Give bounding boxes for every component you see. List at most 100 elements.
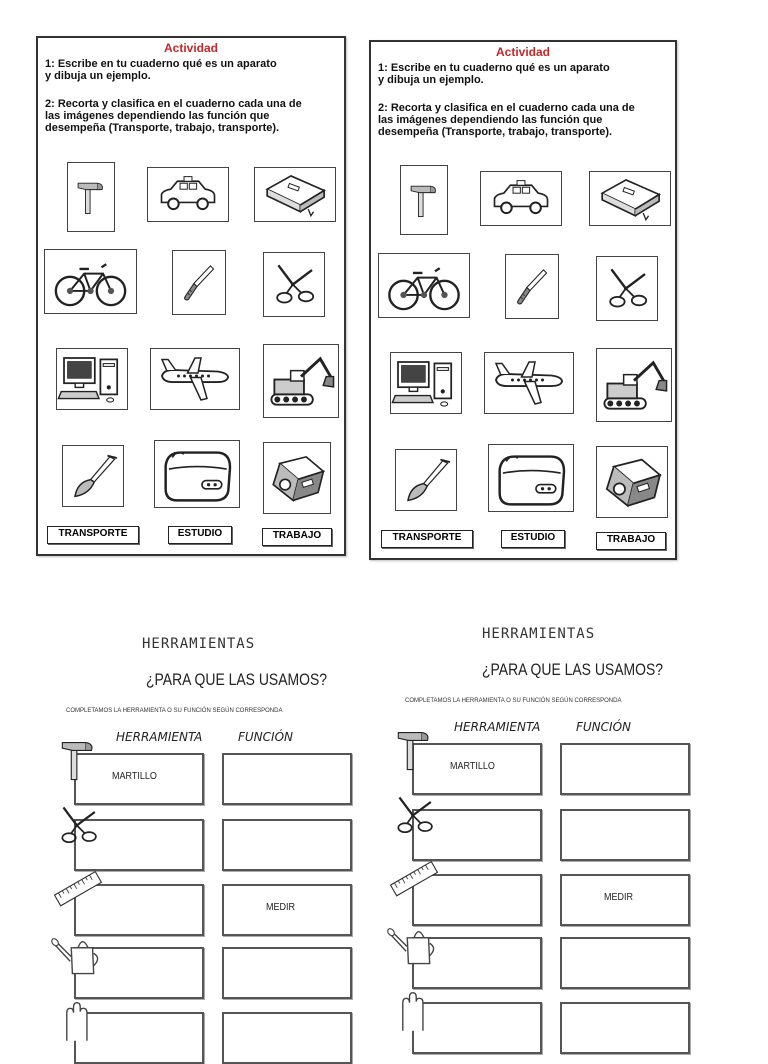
tool-answer-box[interactable] [412, 937, 542, 989]
sharpener-icon [264, 443, 330, 513]
shovel-icon [396, 450, 456, 510]
function-answer-box[interactable] [560, 809, 690, 861]
activity-image-cell [263, 442, 331, 514]
function-answer-box[interactable] [222, 884, 352, 936]
tool-answer-box[interactable] [412, 809, 542, 861]
function-answer-text: MEDIR [604, 892, 634, 903]
category-label-estudio: ESTUDIO [168, 526, 232, 544]
tool-answer-box[interactable] [74, 884, 204, 936]
activity-image-cell [263, 252, 325, 317]
tool-answer-text: MARTILLO [112, 771, 157, 782]
function-answer-box[interactable] [222, 947, 352, 999]
airplane-icon [151, 349, 239, 409]
worksheet-instruction: COMPLETAMOS LA HERRAMIENTA O SU FUNCIÓN … [405, 698, 622, 704]
column-header-tool: HERRAMIENTA [454, 720, 541, 734]
category-label-trabajo: TRABAJO [596, 532, 666, 550]
scissors-icon [597, 257, 657, 320]
worksheet-title: HERRAMIENTAS [142, 636, 256, 652]
activity-image-cell [596, 256, 658, 321]
scissors-icon [50, 803, 106, 865]
column-header-tool: HERRAMIENTA [116, 730, 203, 744]
category-label-estudio: ESTUDIO [501, 530, 565, 548]
screwdriver-icon [173, 251, 225, 314]
instruction-1-text: 1: Escribe en tu cuaderno qué es un apar… [45, 58, 277, 82]
function-answer-box[interactable] [560, 874, 690, 926]
activity-image-cell [44, 249, 137, 314]
category-label-transporte: TRANSPORTE [47, 526, 139, 544]
function-answer-box[interactable] [222, 819, 352, 871]
activity-card: Actividad 1: Escribe en tu cuaderno qué e… [369, 40, 677, 560]
function-answer-box[interactable] [222, 753, 352, 805]
excavator-icon [264, 345, 338, 417]
activity-image-cell [589, 171, 671, 226]
hammer-icon [401, 166, 447, 234]
activity-card: Actividad 1: Escribe en tu cuaderno qué e… [36, 36, 346, 556]
bicycle-icon [45, 250, 136, 313]
instruction-2-text: 2: Recorta y clasifica en el cuaderno ca… [45, 98, 302, 134]
pencil-case-icon [155, 441, 239, 507]
airplane-icon [485, 353, 573, 413]
activity-image-cell [56, 348, 128, 410]
activity-image-cell [400, 165, 448, 235]
function-answer-box[interactable] [560, 1002, 690, 1054]
activity-image-cell [172, 250, 226, 315]
worksheet-title: HERRAMIENTAS [482, 626, 596, 642]
activity-image-cell [263, 344, 339, 418]
function-answer-box[interactable] [560, 743, 690, 795]
activity-image-cell [147, 167, 229, 222]
hammer-icon [386, 727, 442, 789]
ruler-icon [50, 868, 106, 930]
instruction-2: 2: Recorta y clasifica en el cuaderno ca… [378, 102, 671, 138]
watering-can-icon [386, 921, 442, 983]
activity-image-cell [62, 445, 124, 507]
activity-image-cell [596, 348, 672, 422]
sharpener-icon [597, 447, 667, 517]
function-answer-box[interactable] [222, 1012, 352, 1064]
bicycle-icon [379, 254, 469, 317]
instruction-2: 2: Recorta y clasifica en el cuaderno ca… [45, 98, 340, 134]
activity-image-cell [484, 352, 574, 414]
shovel-icon [63, 446, 123, 506]
tool-answer-box[interactable] [412, 743, 542, 795]
function-answer-box[interactable] [560, 937, 690, 989]
hand-icon [386, 986, 442, 1048]
instruction-2-text: 2: Recorta y clasifica en el cuaderno ca… [378, 102, 635, 138]
category-label-trabajo: TRABAJO [262, 528, 332, 546]
tool-answer-box[interactable] [74, 753, 204, 805]
hammer-icon [68, 163, 114, 231]
activity-image-cell [254, 167, 336, 222]
activity-image-cell [154, 440, 240, 508]
car-icon [481, 172, 561, 225]
hammer-icon [50, 737, 106, 799]
activity-image-cell [488, 444, 574, 512]
excavator-icon [597, 349, 671, 421]
activity-image-cell [480, 171, 562, 226]
book-icon [255, 168, 335, 221]
tool-answer-box[interactable] [74, 819, 204, 871]
activity-image-cell [67, 162, 115, 232]
function-answer-text: MEDIR [266, 902, 296, 913]
column-header-function: FUNCIÓN [238, 730, 294, 744]
activity-image-cell [505, 254, 559, 319]
worksheet-instruction: COMPLETAMOS LA HERRAMIENTA O SU FUNCIÓN … [66, 708, 283, 714]
scissors-icon [264, 253, 324, 316]
tool-answer-text: MARTILLO [450, 761, 495, 772]
activity-image-cell [150, 348, 240, 410]
activity-image-cell [596, 446, 668, 518]
column-header-function: FUNCIÓN [576, 720, 632, 734]
ruler-icon [386, 858, 442, 920]
activity-image-cell [395, 449, 457, 511]
hand-icon [50, 996, 106, 1058]
activity-title: Actividad [495, 45, 550, 59]
worksheet-subtitle: ¿PARA QUE LAS USAMOS? [146, 670, 328, 689]
instruction-1: 1: Escribe en tu cuaderno qué es un apar… [45, 58, 340, 82]
instruction-1-text: 1: Escribe en tu cuaderno qué es un apar… [378, 62, 610, 86]
activity-title: Actividad [163, 41, 218, 55]
instruction-1: 1: Escribe en tu cuaderno qué es un apar… [378, 62, 671, 86]
tool-answer-box[interactable] [412, 874, 542, 926]
category-label-transporte: TRANSPORTE [381, 530, 473, 548]
car-icon [148, 168, 228, 221]
worksheet-subtitle: ¿PARA QUE LAS USAMOS? [482, 660, 664, 679]
computer-icon [57, 349, 127, 409]
screwdriver-icon [506, 255, 558, 318]
